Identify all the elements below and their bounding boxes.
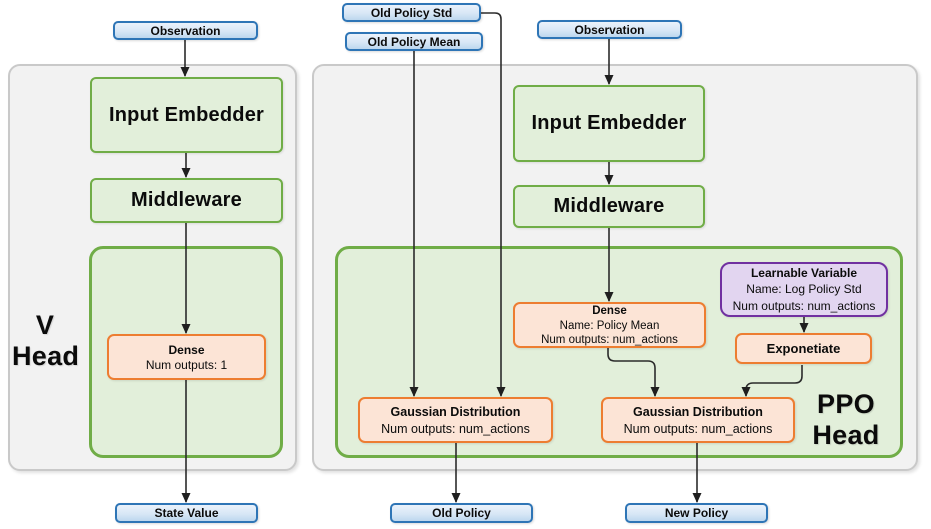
input-embedder-label: Input Embedder	[531, 112, 687, 134]
observation-label: Observation	[150, 23, 221, 38]
learnable-variable-title: Learnable Variable	[750, 266, 858, 280]
gaussian-title: Gaussian Distribution	[390, 404, 521, 419]
gaussian-distribution-old: Gaussian Distribution Num outputs: num_a…	[358, 397, 553, 443]
v-input-embedder: Input Embedder	[90, 77, 283, 153]
dense-num-outputs: Num outputs: num_actions	[541, 333, 678, 346]
observation-label: Observation	[574, 22, 645, 37]
v-head-label: V Head	[12, 310, 80, 372]
old-policy-std-input: Old Policy Std	[342, 3, 481, 22]
ppo-head-label-line1: PPO	[817, 389, 875, 419]
learnable-variable-name: Name: Log Policy Std	[746, 282, 862, 296]
dense-title: Dense	[168, 342, 205, 357]
state-value-output: State Value	[115, 503, 258, 523]
old-policy-output: Old Policy	[390, 503, 533, 523]
old-policy-mean-input: Old Policy Mean	[345, 32, 483, 51]
observation-input-ppo: Observation	[537, 20, 682, 39]
dense-title: Dense	[592, 304, 627, 317]
gaussian-distribution-new: Gaussian Distribution Num outputs: num_a…	[601, 397, 795, 443]
middleware-label: Middleware	[553, 195, 665, 217]
learnable-variable: Learnable Variable Name: Log Policy Std …	[720, 262, 888, 317]
middleware-label: Middleware	[131, 189, 242, 211]
old-policy-mean-label: Old Policy Mean	[367, 34, 461, 49]
v-head-label-line1: V	[35, 310, 55, 340]
dense-name: Name: Policy Mean	[559, 319, 660, 332]
v-head-label-line2: Head	[12, 341, 80, 371]
ppo-input-embedder: Input Embedder	[513, 85, 705, 162]
observation-input-v: Observation	[113, 21, 258, 40]
old-policy-label: Old Policy	[432, 506, 491, 520]
ppo-head-label-line2: Head	[812, 420, 880, 450]
state-value-label: State Value	[154, 506, 219, 520]
exponetiate-label: Exponetiate	[766, 340, 841, 356]
dense-num-outputs: Num outputs: 1	[145, 357, 228, 372]
gaussian-num-outputs: Num outputs: num_actions	[381, 421, 530, 436]
new-policy-label: New Policy	[664, 506, 729, 520]
v-dense: Dense Num outputs: 1	[107, 334, 266, 380]
ppo-dense-policy-mean: Dense Name: Policy Mean Num outputs: num…	[513, 302, 706, 348]
learnable-variable-num-outputs: Num outputs: num_actions	[732, 298, 876, 313]
v-middleware: Middleware	[90, 178, 283, 223]
ppo-head-label: PPO Head	[800, 389, 892, 451]
old-policy-std-label: Old Policy Std	[370, 5, 453, 20]
new-policy-output: New Policy	[625, 503, 768, 523]
input-embedder-label: Input Embedder	[108, 103, 265, 126]
gaussian-title: Gaussian Distribution	[633, 404, 763, 419]
ppo-middleware: Middleware	[513, 185, 705, 228]
gaussian-num-outputs: Num outputs: num_actions	[623, 421, 773, 436]
exponetiate: Exponetiate	[735, 333, 872, 364]
